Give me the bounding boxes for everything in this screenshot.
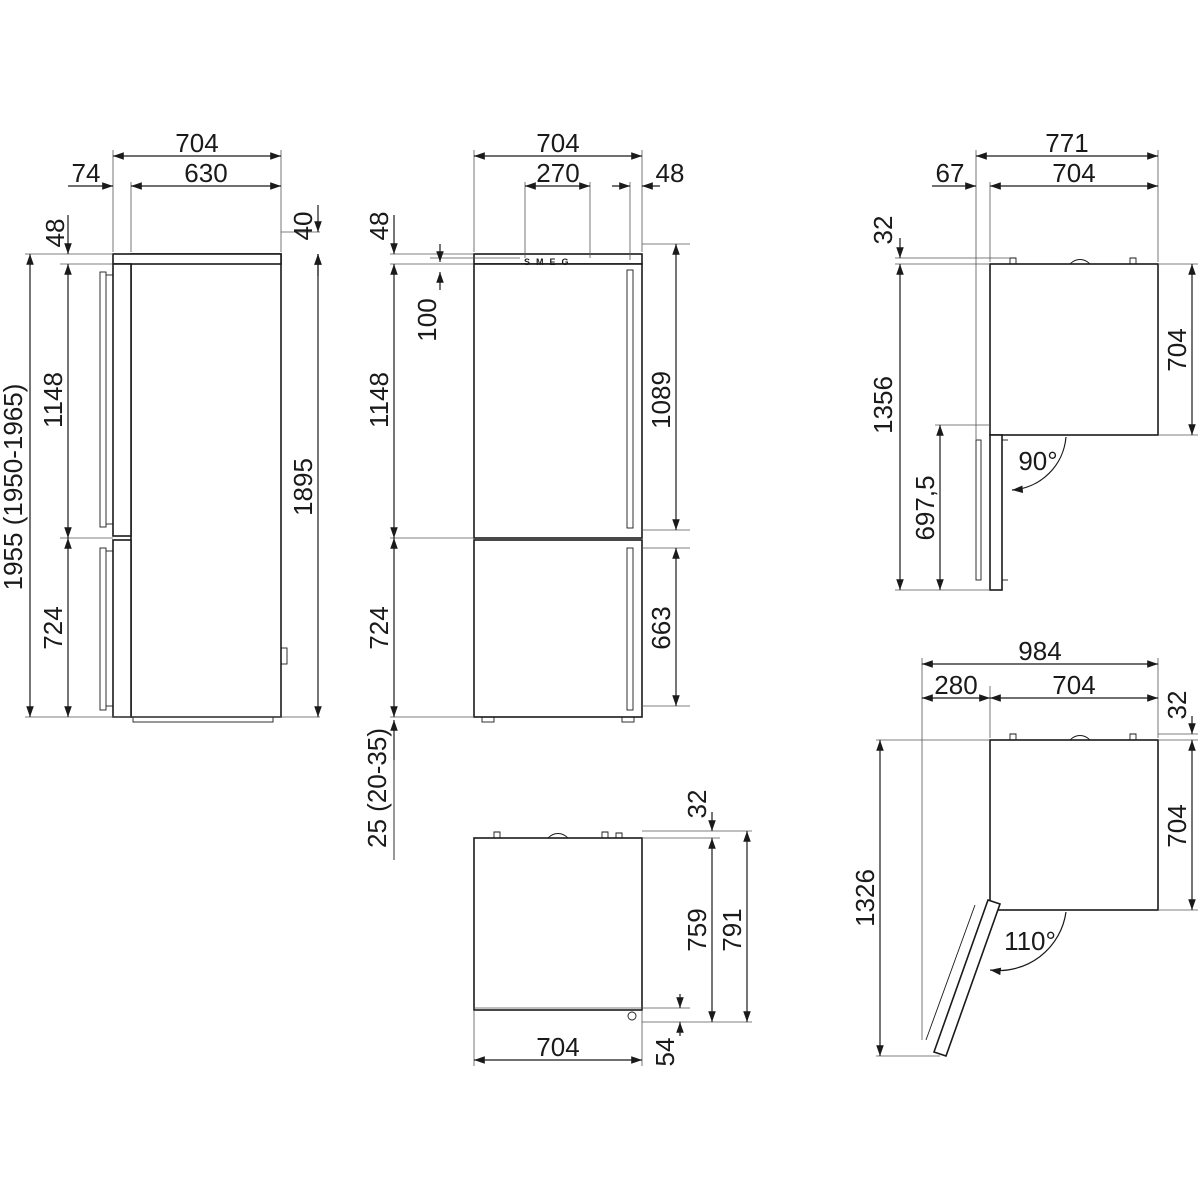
brand-logo: SMEG [524, 257, 575, 267]
front-logo-width-label: 270 [536, 158, 579, 188]
door90-total-depth-label: 1356 [868, 376, 898, 434]
side-body-depth-label: 630 [184, 158, 227, 188]
front-door-upper [473, 263, 643, 539]
top-depth-inner-label: 759 [682, 908, 712, 951]
side-top-gap-right-label: 40 [288, 212, 318, 241]
side-top-gap-label: 48 [40, 219, 70, 248]
side-worktop [112, 253, 282, 265]
side-handle-upper [99, 271, 107, 528]
door90-hinge-offset-label: 67 [936, 158, 965, 188]
front-lower-handle-label: 663 [646, 606, 676, 649]
front-logo-drop-label: 100 [412, 298, 442, 341]
front-top-gap-label: 48 [364, 212, 394, 241]
door110-width-label: 704 [1052, 670, 1095, 700]
door110-cabinet [989, 739, 1159, 911]
top-cabinet [473, 837, 643, 1011]
door90-angle-label: 90° [1018, 446, 1057, 476]
door90-overall-label: 771 [1045, 128, 1088, 158]
front-foot-right [621, 716, 635, 723]
top-offset-label: 32 [682, 790, 712, 819]
door110-hinge-offset-label: 280 [934, 670, 977, 700]
side-door-lower [112, 539, 132, 718]
side-view: 704 74 630 48 1148 724 1955 (1950-1965) … [0, 128, 322, 723]
front-width-label: 704 [536, 128, 579, 158]
front-upper-handle-label: 1089 [646, 371, 676, 429]
side-cabinet-height-label: 1895 [288, 458, 318, 516]
door90-handle [975, 439, 982, 581]
front-upper-label: 1148 [364, 372, 394, 428]
side-lower-label: 724 [38, 606, 68, 649]
front-handle-lower [626, 547, 634, 711]
front-feet-label: 25 (20-35) [362, 728, 392, 848]
door110-depth-label: 704 [1162, 804, 1192, 847]
door-90-view: 771 67 704 32 1356 697,5 704 90° [868, 128, 1198, 591]
door110-handle [925, 904, 976, 1041]
front-lower-label: 724 [364, 606, 394, 649]
door110-overall-label: 984 [1018, 636, 1061, 666]
door90-door [989, 434, 1003, 591]
top-width-label: 704 [536, 1032, 579, 1062]
front-door-lower [473, 539, 643, 718]
top-foot-offset-label: 54 [650, 1038, 680, 1067]
top-depth-outer-label: 791 [717, 908, 747, 951]
top-foot [627, 1011, 637, 1021]
front-view: SMEG 704 270 48 48 [362, 128, 690, 860]
door-110-view: 984 280 704 32 704 1326 110° [850, 636, 1198, 1058]
door90-door-depth-label: 697,5 [910, 475, 940, 540]
side-total-height-label: 1955 (1950-1965) [0, 384, 28, 591]
door90-depth-label: 704 [1162, 328, 1192, 371]
side-handle-lower [99, 547, 107, 711]
top-view: 32 759 791 54 704 [473, 790, 752, 1067]
door110-angle-label: 110° [1004, 926, 1056, 956]
side-rear-plug [280, 647, 288, 665]
door90-width-label: 704 [1052, 158, 1095, 188]
front-handle-upper [626, 269, 634, 529]
side-depth-label: 704 [175, 128, 218, 158]
side-handle-offset-label: 74 [72, 158, 101, 188]
side-door-upper [112, 263, 132, 537]
door90-top-offset-label: 32 [868, 216, 898, 245]
door90-cabinet [989, 263, 1159, 436]
side-upper-label: 1148 [38, 372, 68, 428]
front-foot-left [481, 716, 495, 723]
door110-door [932, 898, 1002, 1058]
door110-top-offset-label: 32 [1162, 691, 1192, 720]
door110-total-depth-label: 1326 [850, 869, 880, 927]
front-side-gap-label: 48 [656, 158, 685, 188]
side-cabinet [130, 253, 282, 718]
